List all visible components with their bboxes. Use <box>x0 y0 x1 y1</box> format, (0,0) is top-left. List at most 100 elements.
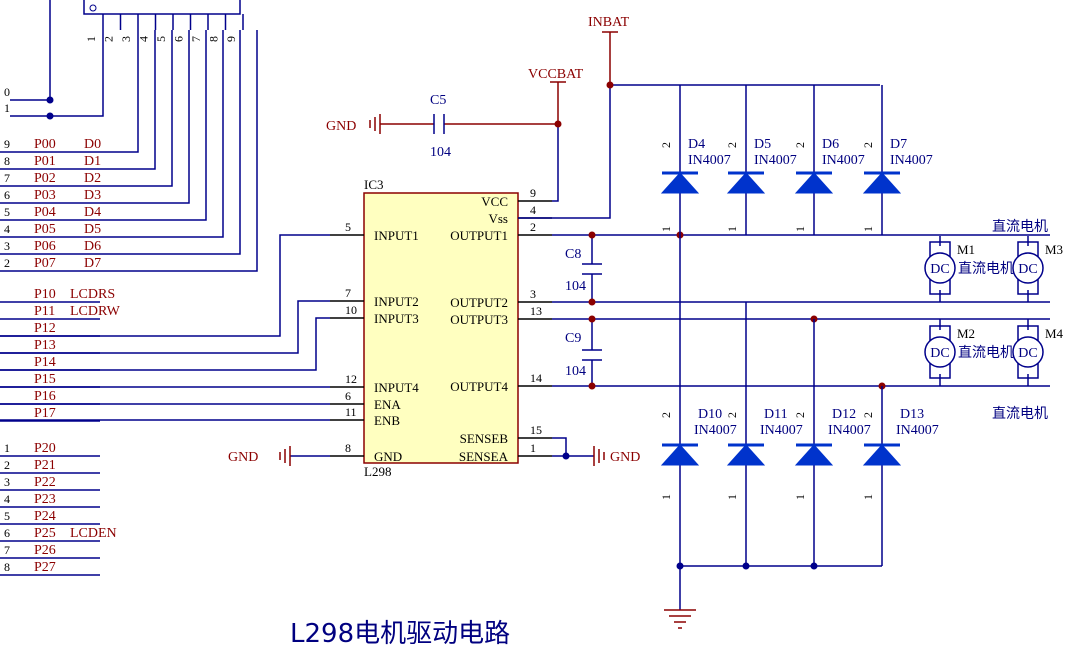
ic-part: L298 <box>364 464 391 479</box>
c8-ref: C8 <box>565 247 581 262</box>
sense-gnd: GND <box>552 437 640 466</box>
capacitor-c5: GND C5 104 <box>326 93 558 160</box>
port2-pin-name: P25 <box>34 526 56 541</box>
diode-ref: D7 <box>890 137 907 152</box>
vccbat-label: VCCBAT <box>528 67 584 82</box>
port0-pin-num: 9 <box>4 137 10 151</box>
diode-part: IN4007 <box>828 423 871 438</box>
port0-pin-alias: D5 <box>84 222 101 237</box>
port0-pin-alias: D7 <box>84 256 101 271</box>
ic-left-pin-name: INPUT1 <box>374 228 419 243</box>
port0-pin-alias: D6 <box>84 239 101 254</box>
motor-dc-label: DC <box>1018 262 1037 277</box>
side-pin-0: 0 <box>4 85 10 99</box>
diode-symbol <box>660 172 700 194</box>
header-pin-4: 4 <box>137 36 151 42</box>
ic-right-pin-name: SENSEB <box>460 431 509 446</box>
diode-pin-label: 1 <box>725 226 739 232</box>
header-pin-2: 2 <box>102 36 116 42</box>
ic-left-pin-name: INPUT2 <box>374 294 419 309</box>
ic-right-pin-name: OUTPUT1 <box>450 228 508 243</box>
port2-pin-alias: LCDEN <box>70 526 117 541</box>
diode-bridge: D4IN400721D5IN400721D6IN400721D7IN400721… <box>659 85 939 566</box>
diode-pin-label: 2 <box>725 412 739 418</box>
header-pin-7: 7 <box>189 36 203 42</box>
port1-pin-alias: LCDRW <box>70 304 121 319</box>
port0-pin-num: 6 <box>4 188 10 202</box>
diode-pin-label: 2 <box>861 412 875 418</box>
ic-left-pin-num: 12 <box>345 372 357 386</box>
ic-left-pin-name: INPUT3 <box>374 311 419 326</box>
motor-text-bottom: 直流电机 <box>992 405 1048 422</box>
diagram-title: L298电机驱动电路 <box>290 619 510 649</box>
port2-pin-name: P22 <box>34 475 56 490</box>
gnd-label-sense: GND <box>610 450 640 465</box>
diode-symbol <box>660 444 700 466</box>
port2-pin-num: 6 <box>4 526 10 540</box>
header-pin-8: 8 <box>207 36 221 42</box>
port0-pin-name: P04 <box>34 205 56 220</box>
port1-pin-name: P14 <box>34 355 56 370</box>
diode-part: IN4007 <box>760 423 803 438</box>
diode-ref: D4 <box>688 137 705 152</box>
motor-ref: M1 <box>957 242 975 257</box>
port2-pin-num: 5 <box>4 509 10 523</box>
ic-right-pin-name: Vss <box>488 211 508 226</box>
motor-text-m1: 直流电机 <box>958 260 1014 277</box>
c5-value: 104 <box>430 145 451 160</box>
ic-left-pin-name: INPUT4 <box>374 380 419 395</box>
diode-part: IN4007 <box>694 423 737 438</box>
ic-left-pin-name: ENB <box>374 413 400 428</box>
ic-left-pin-num: 8 <box>345 441 351 455</box>
motor-dc-label: DC <box>930 346 949 361</box>
port1-pin-name: P15 <box>34 372 56 387</box>
ic-left-pin-num: 11 <box>345 405 357 419</box>
port0-pin-num: 4 <box>4 222 10 236</box>
port0-pin-name: P01 <box>34 154 56 169</box>
c9-value: 104 <box>565 364 586 379</box>
diode-ref: D10 <box>698 407 722 422</box>
port1-pin-name: P17 <box>34 406 56 421</box>
port2-pin-num: 4 <box>4 492 10 506</box>
port0-pin-name: P00 <box>34 137 56 152</box>
diode-pin-label: 1 <box>861 226 875 232</box>
diode-ref: D6 <box>822 137 839 152</box>
supply-wires: VCCBAT INBAT <box>518 15 880 219</box>
motor-symbol <box>924 252 956 284</box>
diode-ref: D5 <box>754 137 771 152</box>
motor-symbol <box>924 336 956 368</box>
diode-ref: D12 <box>832 407 856 422</box>
ic-right-pin-name: VCC <box>481 194 508 209</box>
port0-pin-alias: D2 <box>84 171 101 186</box>
diode-symbol <box>862 172 902 194</box>
c5-ref: C5 <box>430 93 446 108</box>
ic-left-pin-num: 10 <box>345 303 357 317</box>
c9-ref: C9 <box>565 331 581 346</box>
ic-left-pin-name: GND <box>374 449 402 464</box>
port2-pin-name: P21 <box>34 458 56 473</box>
motor-dc-label: DC <box>930 262 949 277</box>
ic-input-wires <box>0 234 330 421</box>
inbat-label: INBAT <box>588 15 630 30</box>
motor-ref: M4 <box>1045 326 1064 341</box>
diode-pin-label: 2 <box>793 142 807 148</box>
port2-pin-name: P24 <box>34 509 56 524</box>
bottom-bus <box>664 562 882 629</box>
diode-pin-label: 2 <box>659 412 673 418</box>
ic-right-pin-num: 15 <box>530 423 542 437</box>
diode-part: IN4007 <box>822 153 865 168</box>
port0-pin-num: 8 <box>4 154 10 168</box>
diode-symbol <box>794 444 834 466</box>
port2-pin-name: P26 <box>34 543 56 558</box>
ic-right-pin-name: OUTPUT4 <box>450 379 508 394</box>
ic-right-pin-num: 1 <box>530 441 536 455</box>
ic-right-pin-name: SENSEA <box>459 449 509 464</box>
diode-symbol <box>726 444 766 466</box>
diode-symbol <box>726 172 766 194</box>
output-wires: C8 104 C9 104 <box>552 231 1050 390</box>
header-pin-9: 9 <box>224 36 238 42</box>
